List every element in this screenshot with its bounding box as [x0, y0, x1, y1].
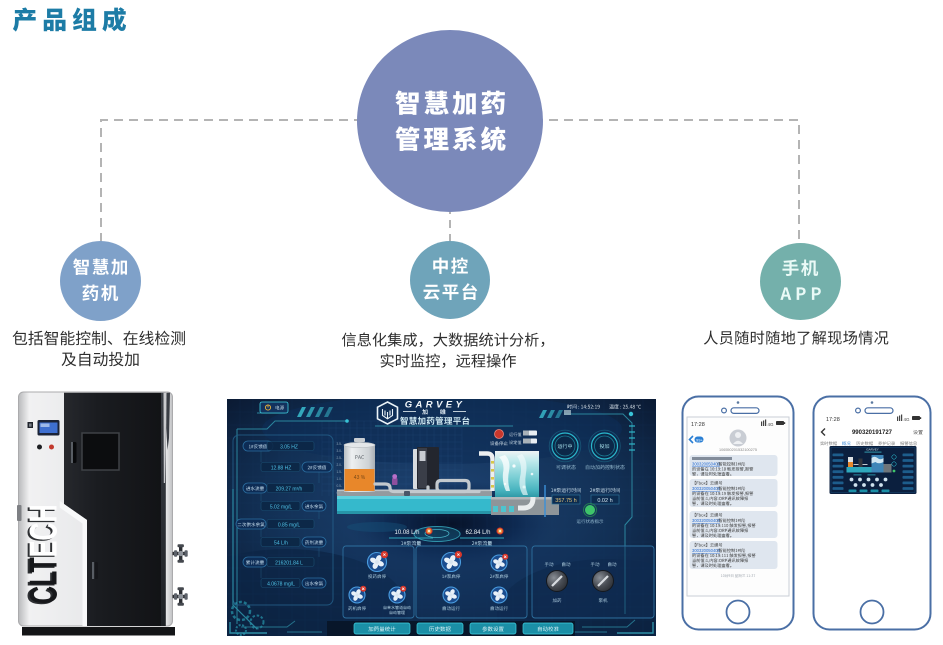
svg-text:17:28: 17:28: [691, 422, 705, 428]
svg-text:62.84 L/h: 62.84 L/h: [465, 530, 490, 536]
svg-text:12.88 HZ: 12.88 HZ: [271, 466, 292, 472]
svg-text:0.5-: 0.5-: [337, 484, 343, 488]
svg-text:3.05 HZ: 3.05 HZ: [280, 445, 298, 451]
svg-text:10.08 L/h: 10.08 L/h: [394, 530, 419, 536]
svg-text:300320050409: 300320050409: [692, 486, 721, 491]
svg-text:0.0-: 0.0-: [337, 491, 343, 495]
svg-text:2.0-: 2.0-: [337, 463, 343, 467]
svg-text:4G: 4G: [768, 422, 775, 427]
svg-text:216201.84 L: 216201.84 L: [275, 561, 303, 567]
svg-text:GARVEY: GARVEY: [405, 400, 466, 411]
svg-text:0.85 mg/L: 0.85 mg/L: [278, 523, 300, 529]
svg-text:5.02 mg/L: 5.02 mg/L: [270, 505, 292, 511]
svg-text:4G: 4G: [904, 417, 911, 422]
svg-text:300320050409: 300320050409: [692, 518, 721, 523]
svg-text:CLTECH: CLTECH: [21, 504, 65, 604]
svg-text:106550201532100275: 106550201532100275: [719, 448, 757, 452]
svg-text:GARVEY: GARVEY: [866, 448, 878, 452]
svg-text:990320191727: 990320191727: [852, 430, 893, 436]
svg-text:3.5-: 3.5-: [337, 442, 343, 446]
svg-text:1.0-: 1.0-: [337, 477, 343, 481]
svg-text:0.02 h: 0.02 h: [597, 498, 612, 504]
svg-text:43 %: 43 %: [354, 475, 366, 481]
svg-text:357.75 h: 357.75 h: [555, 498, 576, 504]
svg-text:4.0678 mg/L: 4.0678 mg/L: [267, 582, 295, 588]
svg-text:CLTECH: CLTECH: [19, 506, 63, 605]
svg-text:17:28: 17:28: [826, 417, 840, 423]
svg-text:300320050409: 300320050409: [692, 462, 721, 467]
svg-text:2.5-: 2.5-: [337, 456, 343, 460]
svg-text:99+: 99+: [696, 438, 703, 443]
svg-text:3.0-: 3.0-: [337, 449, 343, 453]
svg-text:209.27 m³/h: 209.27 m³/h: [276, 487, 303, 493]
svg-text:54 L/h: 54 L/h: [274, 541, 288, 547]
svg-text:1.5-: 1.5-: [337, 470, 343, 474]
svg-text:300320050409: 300320050409: [692, 548, 721, 553]
